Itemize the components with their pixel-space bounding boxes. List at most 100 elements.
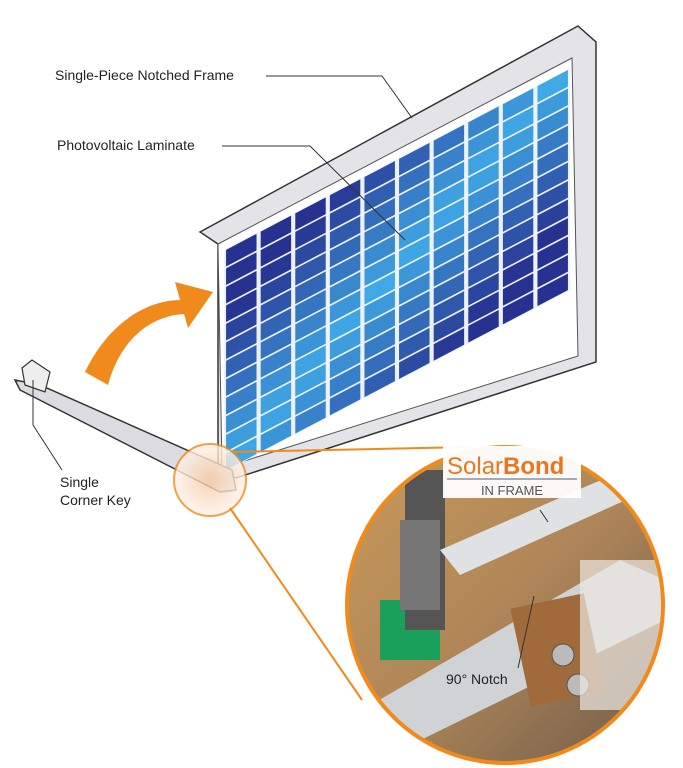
pv-cell (537, 236, 568, 270)
pv-cell (329, 216, 361, 249)
pv-cell (364, 161, 395, 194)
pv-cell (295, 289, 326, 323)
photovoltaic-laminate (224, 68, 570, 472)
pv-cell (364, 235, 395, 268)
pv-cell (399, 235, 430, 268)
pv-cell (295, 400, 326, 434)
pv-cell (502, 236, 534, 269)
pv-cell (260, 252, 292, 286)
pv-cell (433, 180, 465, 213)
logo-bond: Bond (503, 453, 564, 480)
pv-cell (260, 400, 292, 434)
pv-cell (260, 345, 292, 378)
pv-cell (329, 327, 361, 360)
pv-cell (260, 271, 292, 304)
pv-cell (295, 252, 326, 286)
pv-cell (226, 381, 257, 415)
pv-cell (295, 326, 326, 360)
pv-cell (226, 289, 257, 322)
pv-cell (399, 198, 430, 231)
pv-cell (329, 197, 361, 231)
pv-cell (226, 307, 257, 341)
logo-solar: Solar (447, 453, 503, 480)
pv-cell (537, 88, 568, 122)
pv-cell (468, 180, 499, 214)
pv-cell (329, 364, 361, 397)
pv-cell (502, 291, 534, 325)
pv-cell (468, 235, 499, 269)
pv-cell (364, 364, 395, 398)
rotate-arrow-icon (85, 282, 213, 385)
pv-cell (433, 198, 465, 232)
pv-cell (399, 309, 430, 342)
pv-cell (537, 181, 568, 214)
pv-cell (226, 418, 257, 452)
pv-cell (364, 179, 395, 213)
pv-cell (329, 253, 361, 286)
pv-cell (226, 363, 257, 396)
pv-cell (399, 253, 430, 287)
pv-cell (295, 308, 326, 342)
label-notched-frame: Single-Piece Notched Frame (55, 67, 234, 83)
pv-cell (260, 234, 292, 267)
pv-cell (537, 144, 568, 177)
pv-cell (537, 70, 568, 103)
pv-cell (329, 382, 361, 416)
pv-cell (260, 382, 292, 415)
label-corner-key-line1: Single (60, 474, 99, 490)
label-90-notch: 90° Notch (446, 671, 508, 687)
pv-cell (399, 216, 430, 250)
pv-cell (399, 161, 430, 194)
pv-cell (468, 291, 499, 325)
pv-cell (537, 255, 568, 288)
label-corner-key-line2: Corner Key (60, 492, 131, 508)
pv-cell (468, 272, 499, 306)
laminate-backsheet (224, 68, 570, 472)
pv-cell (364, 290, 395, 324)
pv-cell (502, 88, 534, 121)
pv-cell (502, 199, 534, 232)
pv-cell (260, 363, 292, 397)
pv-cell (295, 271, 326, 305)
pv-cell (364, 346, 395, 379)
pv-cell (433, 309, 465, 343)
pv-cell (502, 162, 534, 195)
detail-photo (347, 447, 663, 763)
pv-cell (502, 180, 534, 214)
detail-circle-small (173, 443, 247, 517)
logo-subtitle: IN FRAME (481, 483, 543, 498)
pv-cell (295, 363, 326, 397)
pv-cell (329, 290, 361, 323)
pv-cell (537, 199, 568, 233)
pv-cell (399, 290, 430, 324)
pv-cell (537, 218, 568, 251)
pv-cell (433, 328, 465, 361)
pv-cell (433, 143, 465, 176)
pv-cell (329, 234, 361, 268)
pv-cell (502, 106, 534, 140)
pv-cell (329, 308, 361, 342)
pv-cell (260, 419, 292, 452)
pv-cell (537, 273, 568, 307)
pv-cell (399, 346, 430, 379)
pv-cell (433, 272, 465, 306)
pv-cell (295, 215, 326, 249)
pv-cell (226, 326, 257, 359)
pv-cell (226, 400, 257, 433)
label-photovoltaic-laminate: Photovoltaic Laminate (57, 137, 195, 153)
pv-cell (468, 143, 499, 177)
pv-cell (537, 107, 568, 140)
pv-cell (468, 161, 499, 195)
corner-key (21, 359, 51, 393)
pv-cell (295, 382, 326, 416)
pv-cell (226, 270, 257, 304)
pv-cell (502, 254, 534, 288)
pv-cell (329, 179, 361, 212)
pv-cell (260, 289, 292, 323)
pv-cell (433, 291, 465, 324)
pv-cell (295, 345, 326, 379)
pv-cell (502, 125, 534, 158)
solarbond-logo: SolarBond IN FRAME (443, 446, 581, 498)
pv-cell (364, 253, 395, 287)
pv-cell (399, 272, 430, 305)
